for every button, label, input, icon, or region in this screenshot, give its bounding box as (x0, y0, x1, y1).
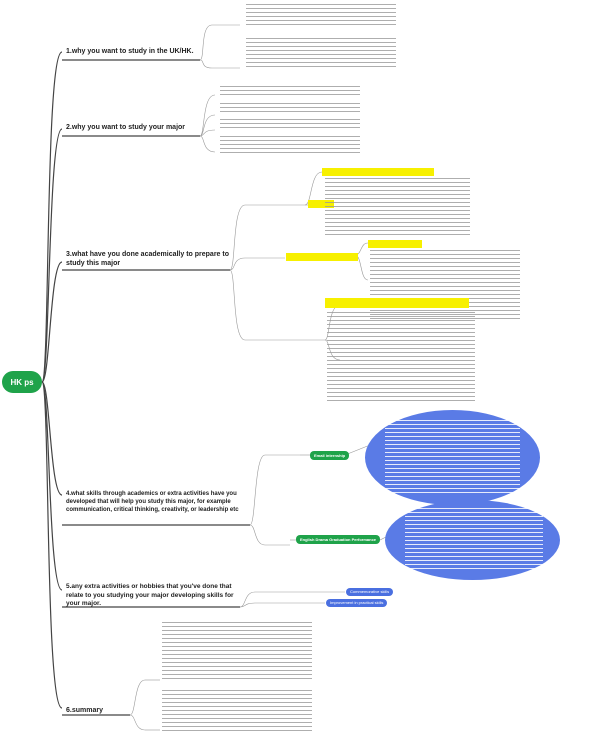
branch-6-label[interactable]: 6.summary (66, 707, 103, 714)
skill-node-email-internship[interactable]: Email internship (310, 451, 350, 460)
skill-node-english-drama-label: English Drama Graduation Performance (300, 537, 377, 542)
branch-3-text-block-2 (370, 250, 520, 320)
branch-2-label[interactable]: 2.why you want to study your major (66, 124, 186, 131)
skill-node-english-drama[interactable]: English Drama Graduation Performance (296, 535, 381, 544)
branch-3-highlight-e[interactable] (325, 298, 469, 308)
activity-node-practical-skills-label: Improvement in practical skills (330, 600, 384, 605)
branch-3-highlight-c[interactable] (322, 168, 434, 176)
branch-2-text-block-2 (220, 103, 360, 115)
skill-note-bubble-1-text (385, 420, 520, 496)
branch-4-label[interactable]: 4.what skills through academics or extra… (66, 491, 239, 513)
activity-node-commemorative-skills-label: Commemorative skills (350, 589, 390, 594)
branch-2-text-block-4 (220, 136, 360, 156)
branch-1-text-block-1 (246, 4, 396, 28)
branch-2-text-block-3 (220, 119, 360, 131)
skill-note-bubble-2-text (405, 508, 543, 572)
root-label: HK ps (10, 377, 34, 387)
branch-1-text-block-2 (246, 38, 396, 70)
branch-3-text-block-1 (325, 178, 470, 238)
branch-1-label[interactable]: 1.why you want to study in the UK/HK. (66, 48, 194, 55)
activity-node-commemorative-skills[interactable]: Commemorative skills (346, 588, 394, 596)
branch-2-text-block-1 (220, 86, 360, 98)
branch-3-label[interactable]: 3.what have you done academically to pre… (66, 251, 229, 267)
activity-node-practical-skills[interactable]: Improvement in practical skills (326, 599, 388, 607)
root-node[interactable]: HK ps (2, 371, 42, 393)
branch-3-highlight-d[interactable] (368, 240, 422, 248)
summary-text-block-2 (162, 690, 312, 734)
branch-3-highlight-a[interactable] (308, 200, 334, 208)
summary-text-block-1 (162, 622, 312, 680)
branch-3-text-block-3 (327, 312, 475, 402)
skill-node-email-internship-label: Email internship (314, 453, 346, 458)
branch-5-label[interactable]: 5.any extra activities or hobbies that y… (66, 583, 234, 607)
branch-3-highlight-b[interactable] (286, 253, 358, 261)
